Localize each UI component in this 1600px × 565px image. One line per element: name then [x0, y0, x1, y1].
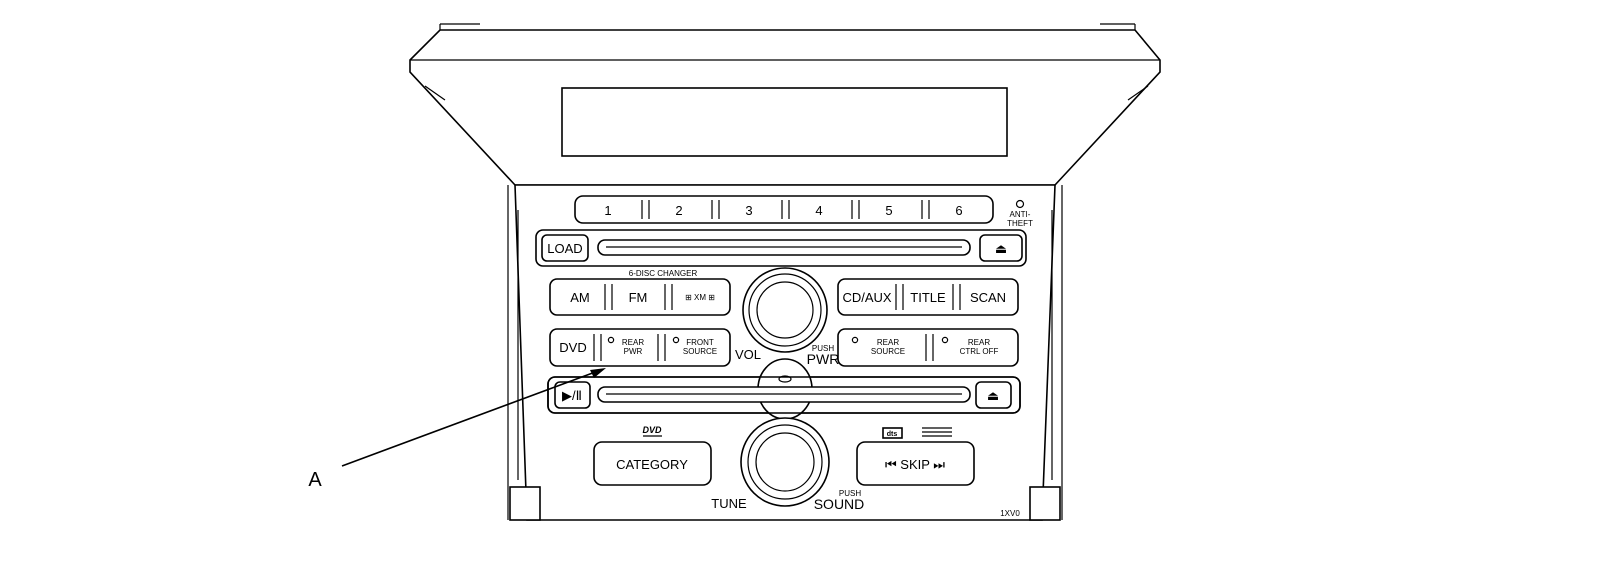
- dvd-button[interactable]: DVD: [559, 340, 586, 355]
- rear-buttons: REAR SOURCE REAR CTRL OFF: [837, 328, 1019, 367]
- front-source-button[interactable]: FRONT: [686, 338, 714, 347]
- svg-text:LOAD: LOAD: [547, 241, 582, 256]
- scan-button[interactable]: SCAN: [970, 290, 1006, 305]
- dts-logo: [882, 427, 903, 439]
- lcd-screen: [561, 87, 1008, 157]
- source-buttons: CD/AUX TITLE SCAN: [837, 278, 1019, 316]
- load-button[interactable]: [541, 234, 589, 262]
- am-button[interactable]: AM: [570, 290, 590, 305]
- dvd-buttons: DVD REAR PWR FRONT SOURCE: [549, 328, 731, 367]
- dvd-eject-button[interactable]: [975, 381, 1012, 409]
- display-hood: [409, 23, 1161, 186]
- push-pwr-label: PUSH: [812, 344, 834, 353]
- svg-text:PWR: PWR: [624, 347, 643, 356]
- surround-logo: [922, 427, 952, 437]
- tune-knob[interactable]: [740, 417, 830, 507]
- category-button[interactable]: [593, 441, 712, 486]
- skip-button[interactable]: [856, 441, 975, 486]
- preset-button-4[interactable]: 4: [815, 203, 822, 218]
- xm-button[interactable]: ⊞ XM ⊞: [685, 293, 715, 302]
- fm-button[interactable]: FM: [629, 290, 648, 305]
- preset-button-5[interactable]: 5: [885, 203, 892, 218]
- svg-text:⏮ SKIP ⏭: ⏮ SKIP ⏭: [885, 457, 945, 472]
- svg-text:ANTI-: ANTI-: [1010, 210, 1031, 219]
- vol-label: VOL: [735, 347, 761, 362]
- cd-eject-button[interactable]: [979, 234, 1023, 262]
- play-pause-button[interactable]: [554, 381, 591, 409]
- rear-pwr-button[interactable]: REAR: [622, 338, 644, 347]
- svg-text:SOURCE: SOURCE: [683, 347, 717, 356]
- preset-button-3[interactable]: 3: [745, 203, 752, 218]
- pwr-label: PWR: [807, 351, 840, 367]
- svg-text:dts: dts: [887, 431, 898, 438]
- svg-text:⏏: ⏏: [987, 388, 999, 403]
- preset-button-2[interactable]: 2: [675, 203, 682, 218]
- svg-text:SOURCE: SOURCE: [871, 347, 905, 356]
- tune-label: TUNE: [711, 496, 747, 511]
- bottom-row: DVD CATEGORY TUNE PUSH SOUND dts ⏮ SKIP …: [593, 417, 1020, 518]
- title-button[interactable]: TITLE: [910, 290, 946, 305]
- rear-ctrl-off-button[interactable]: REAR: [968, 338, 990, 347]
- model-code: 1XV0: [1000, 509, 1020, 518]
- cd-aux-button[interactable]: CD/AUX: [842, 290, 891, 305]
- svg-text:CATEGORY: CATEGORY: [616, 457, 688, 472]
- preset-button-6[interactable]: 6: [955, 203, 962, 218]
- sound-label: SOUND: [814, 496, 865, 512]
- svg-text:THEFT: THEFT: [1007, 219, 1033, 228]
- rear-source-button[interactable]: REAR: [877, 338, 899, 347]
- changer-label: 6-DISC CHANGER: [629, 269, 698, 278]
- push-sound-label: PUSH: [839, 489, 861, 498]
- dvd-logo: DVD: [642, 425, 662, 435]
- callout-a: A: [308, 368, 606, 491]
- cd-slot-row: LOAD ⏏: [535, 229, 1027, 267]
- preset-row: 1 2 3 4 5 6: [574, 195, 994, 224]
- volume-knob[interactable]: VOL PUSH PWR: [735, 267, 840, 367]
- svg-text:⏏: ⏏: [995, 241, 1007, 256]
- svg-text:▶/Ⅱ: ▶/Ⅱ: [562, 388, 582, 403]
- callout-label: A: [308, 469, 322, 491]
- preset-button-1[interactable]: 1: [604, 203, 611, 218]
- svg-text:CTRL OFF: CTRL OFF: [960, 347, 999, 356]
- band-buttons: 6-DISC CHANGER AM FM ⊞ XM ⊞: [549, 269, 731, 316]
- anti-theft-indicator: ANTI- THEFT: [1007, 199, 1033, 228]
- dvd-slot-row: ▶/Ⅱ ⏏: [547, 358, 1021, 420]
